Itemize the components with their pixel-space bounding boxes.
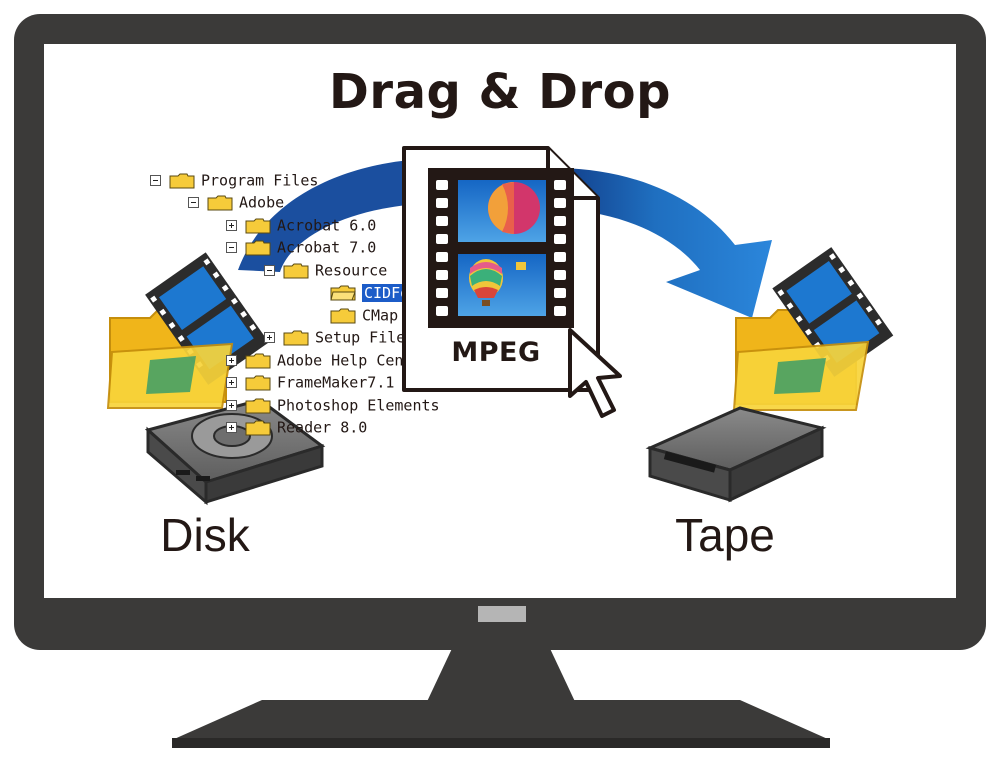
tree-item[interactable]: Acrobat 7.0: [226, 237, 376, 257]
tree-item-label: Setup Files: [315, 328, 415, 347]
page-title: Drag & Drop: [329, 64, 671, 120]
tree-item-label: Program Files: [201, 171, 319, 190]
disk-label: Disk: [160, 509, 250, 561]
tape-folder-icon: [732, 247, 894, 411]
tree-item-label: CMap: [362, 306, 399, 325]
tree-item-label: Acrobat 7.0: [277, 238, 377, 257]
tree-item-label: Adobe Help Center: [277, 351, 431, 370]
expand-icon[interactable]: [226, 422, 237, 433]
hard-disk-icon: [144, 398, 326, 506]
expand-icon[interactable]: [226, 400, 237, 411]
folder-icon: [283, 263, 309, 278]
folder-icon: [245, 420, 271, 435]
power-button: [478, 606, 526, 622]
tree-item[interactable]: CMap: [330, 305, 398, 325]
tree-item[interactable]: Adobe: [188, 192, 284, 212]
expand-icon[interactable]: [264, 332, 275, 343]
collapse-icon[interactable]: [188, 197, 199, 208]
tree-item-label: Adobe: [239, 193, 285, 212]
folder-icon: [245, 375, 271, 390]
drag-arrow: [238, 160, 772, 318]
tree-item[interactable]: FrameMaker7.1: [226, 372, 394, 392]
folder-icon: [283, 330, 309, 345]
expand-icon[interactable]: [226, 220, 237, 231]
tree-item-label: FrameMaker7.1: [277, 373, 395, 392]
tree-item-selected[interactable]: CIDFont: [330, 282, 430, 302]
tree-item-label: Reader 8.0: [277, 418, 368, 437]
tree-item[interactable]: Reader 8.0: [226, 417, 367, 437]
folder-icon: [169, 173, 195, 188]
collapse-icon[interactable]: [264, 265, 275, 276]
tree-item[interactable]: Adobe Help Center: [226, 350, 431, 370]
folder-icon: [245, 353, 271, 368]
tree-item-label: Photoshop Elements: [277, 396, 440, 415]
folder-icon: [207, 195, 233, 210]
expand-icon[interactable]: [226, 377, 237, 388]
tape-label: Tape: [675, 509, 775, 561]
tree-item[interactable]: Acrobat 6.0: [226, 215, 376, 235]
collapse-icon[interactable]: [226, 242, 237, 253]
tree-item-label: Acrobat 6.0: [277, 216, 377, 235]
mpeg-file-label: MPEG: [451, 337, 541, 368]
folder-icon: [245, 218, 271, 233]
expand-icon[interactable]: [226, 355, 237, 366]
folder-icon: [245, 398, 271, 413]
disk-folder-icon: [106, 252, 269, 409]
tree-item-label: Resource: [315, 261, 388, 280]
tape-drive-icon: [645, 406, 827, 503]
folder-icon: [330, 308, 356, 323]
file-tree: Program Files Adobe Acrobat 6.0 Acrobat …: [148, 170, 568, 440]
folder-open-icon: [330, 285, 356, 300]
tree-item-label: CIDFont: [362, 283, 430, 302]
monitor-stand: [172, 640, 830, 748]
tree-item[interactable]: Photoshop Elements: [226, 395, 440, 415]
folder-icon: [245, 240, 271, 255]
tree-item[interactable]: Program Files: [150, 170, 318, 190]
tree-item[interactable]: Setup Files: [264, 327, 414, 347]
tree-item[interactable]: Resource: [264, 260, 387, 280]
collapse-icon[interactable]: [150, 175, 161, 186]
